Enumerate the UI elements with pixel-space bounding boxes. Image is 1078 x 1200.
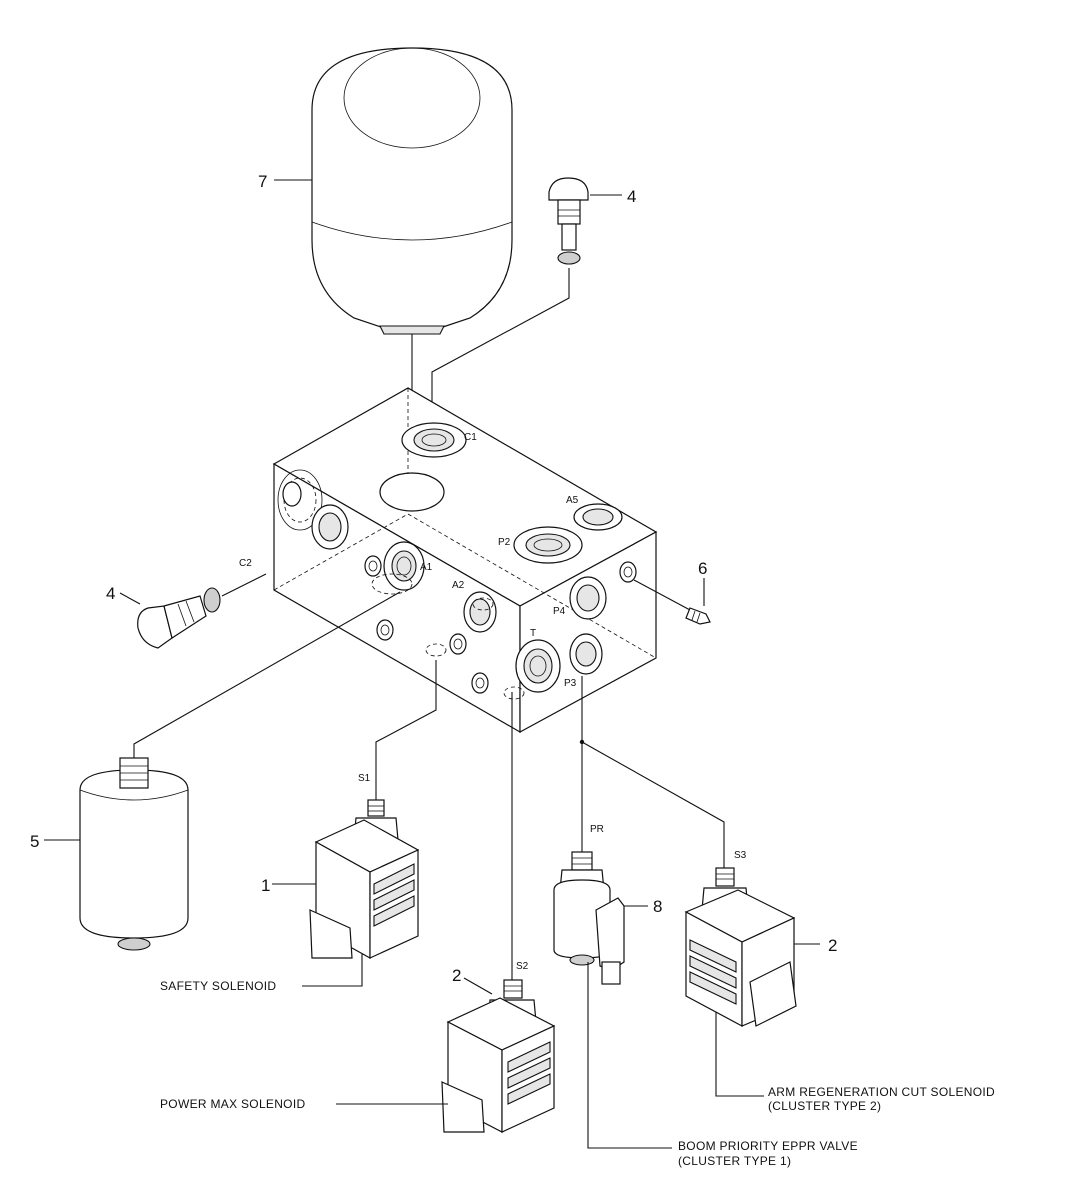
port-t-fitting — [515, 639, 561, 693]
accumulator — [274, 47, 513, 492]
port-c2-label: C2 — [239, 558, 252, 569]
boom-priority-valve-number: 8 — [653, 897, 662, 916]
manifold-block — [272, 387, 658, 734]
port-p4-fitting — [569, 576, 607, 620]
port-a1-fitting — [383, 541, 425, 591]
power-max-solenoid — [336, 692, 556, 1133]
port-a1-label: A1 — [420, 562, 433, 573]
arm-regen-solenoid — [579, 739, 820, 1097]
plug-upper-number: 4 — [627, 187, 636, 206]
port-c1-label: C1 — [464, 432, 477, 443]
power-max-solenoid-caption: POWER MAX SOLENOID — [160, 1097, 305, 1111]
port-p4-label: P4 — [553, 606, 566, 617]
filter — [44, 591, 401, 951]
accumulator-number: 7 — [258, 172, 267, 191]
orifice — [633, 578, 711, 625]
safety-solenoid — [272, 660, 437, 987]
plug-left — [119, 573, 267, 649]
filter-number: 5 — [30, 832, 39, 851]
boom-priority-valve-caption-line1: BOOM PRIORITY EPPR VALVE — [678, 1139, 858, 1153]
port-a2-label: A2 — [452, 580, 465, 591]
boom-priority-valve — [553, 676, 672, 1149]
orifice-number: 6 — [698, 559, 707, 578]
plug-left-number: 4 — [106, 584, 115, 603]
port-p2-fitting — [513, 526, 583, 564]
arm-regen-solenoid-port-label: S3 — [734, 850, 747, 861]
port-p3-label: P3 — [564, 678, 577, 689]
boom-priority-valve-port-label: PR — [590, 824, 604, 835]
port-a5-fitting — [573, 503, 623, 531]
plug-upper — [431, 177, 622, 422]
arm-regen-solenoid-caption-line2: (CLUSTER TYPE 2) — [768, 1099, 881, 1113]
safety-solenoid-number: 1 — [261, 876, 270, 895]
port-a5-label: A5 — [566, 495, 579, 506]
port-p3-fitting — [569, 633, 603, 675]
port-c2-fitting — [311, 504, 349, 550]
safety-solenoid-caption: SAFETY SOLENOID — [160, 979, 276, 993]
port-t-label: T — [530, 628, 536, 639]
power-max-solenoid-port-label: S2 — [516, 961, 529, 972]
safety-solenoid-port-label: S1 — [358, 773, 371, 784]
port-a2-fitting — [463, 591, 497, 633]
arm-regen-solenoid-caption-line1: ARM REGENERATION CUT SOLENOID — [768, 1085, 995, 1099]
port-p2-label: P2 — [498, 537, 511, 548]
arm-regen-solenoid-number: 2 — [828, 936, 837, 955]
boom-priority-valve-caption-line2: (CLUSTER TYPE 1) — [678, 1154, 791, 1168]
port-c1-fitting — [401, 422, 467, 458]
power-max-solenoid-number: 2 — [452, 966, 461, 985]
